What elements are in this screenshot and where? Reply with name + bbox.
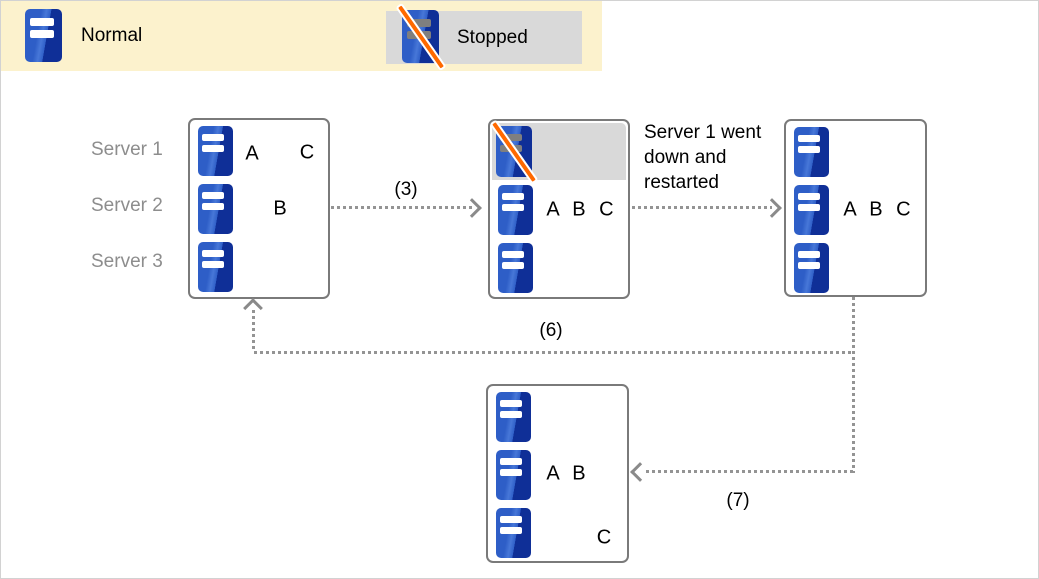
- server-icon: [498, 185, 533, 235]
- legend-label-normal: Normal: [81, 25, 143, 46]
- connector-step6-vertical-left: [252, 310, 255, 352]
- note-server1-restarted: Server 1 went down and restarted: [644, 120, 761, 195]
- arrow-step3-line: [331, 206, 473, 209]
- stop-slash-icon: [394, 2, 447, 71]
- step3-label: (3): [394, 179, 418, 200]
- stopped-row-highlight: [489, 118, 626, 185]
- server-normal-icon: [25, 9, 62, 62]
- server-icon: [198, 242, 233, 292]
- note-line: Server 1 went: [644, 122, 762, 143]
- partition-label-a: A: [245, 142, 259, 165]
- legend: Normal Stopped: [1, 1, 602, 71]
- row-label-server-3: Server 3: [91, 251, 163, 272]
- server-stopped-icon: [394, 2, 447, 71]
- server-slot-icon: [30, 30, 54, 38]
- partition-label-c: C: [299, 141, 315, 164]
- step6-label: (6): [539, 320, 563, 341]
- arrow-restart-head-icon: [762, 198, 782, 218]
- partition-labels-ab: A B: [546, 462, 586, 485]
- row-label-server-2: Server 2: [91, 195, 163, 216]
- server-icon: [496, 392, 531, 442]
- legend-item-stopped: Stopped: [386, 2, 582, 71]
- note-line: restarted: [644, 172, 719, 193]
- row-label-server-1: Server 1: [91, 139, 163, 160]
- arrow-step3-head-icon: [462, 198, 482, 218]
- server-slot-icon: [407, 19, 431, 27]
- partition-labels-abc: A B C: [843, 198, 911, 221]
- note-line: down and: [644, 147, 727, 168]
- server-icon: [496, 508, 531, 558]
- connector-step6-horizontal: [254, 351, 853, 354]
- cluster-box-rebalanced: A B C: [486, 384, 629, 563]
- cluster-box-failover: A B C: [488, 118, 630, 299]
- server-icon: [794, 243, 829, 293]
- arrow-step7-head-icon: [630, 462, 650, 482]
- server-icon: [198, 126, 233, 176]
- connector-step6-vertical-right: [852, 297, 855, 473]
- partition-label-b: B: [273, 197, 287, 220]
- server-icon: [794, 185, 829, 235]
- server-icon: [198, 184, 233, 234]
- server-slot-icon: [30, 18, 54, 26]
- partition-labels-abc: A B C: [546, 198, 614, 221]
- cluster-box-recovered: A B C: [784, 119, 927, 297]
- arrow-step6-head-icon: [243, 298, 263, 318]
- stop-slash-icon: [489, 118, 539, 185]
- server-icon: [794, 127, 829, 177]
- connector-step7-horizontal: [646, 470, 853, 473]
- server-icon: [498, 243, 533, 293]
- step7-label: (7): [726, 490, 750, 511]
- partition-label-c: C: [596, 526, 612, 549]
- arrow-restart-line: [632, 206, 772, 209]
- server-icon: [496, 450, 531, 500]
- cluster-box-initial: A C B: [188, 118, 330, 299]
- legend-label-stopped: Stopped: [457, 26, 528, 48]
- server-stopped-icon: [489, 118, 539, 185]
